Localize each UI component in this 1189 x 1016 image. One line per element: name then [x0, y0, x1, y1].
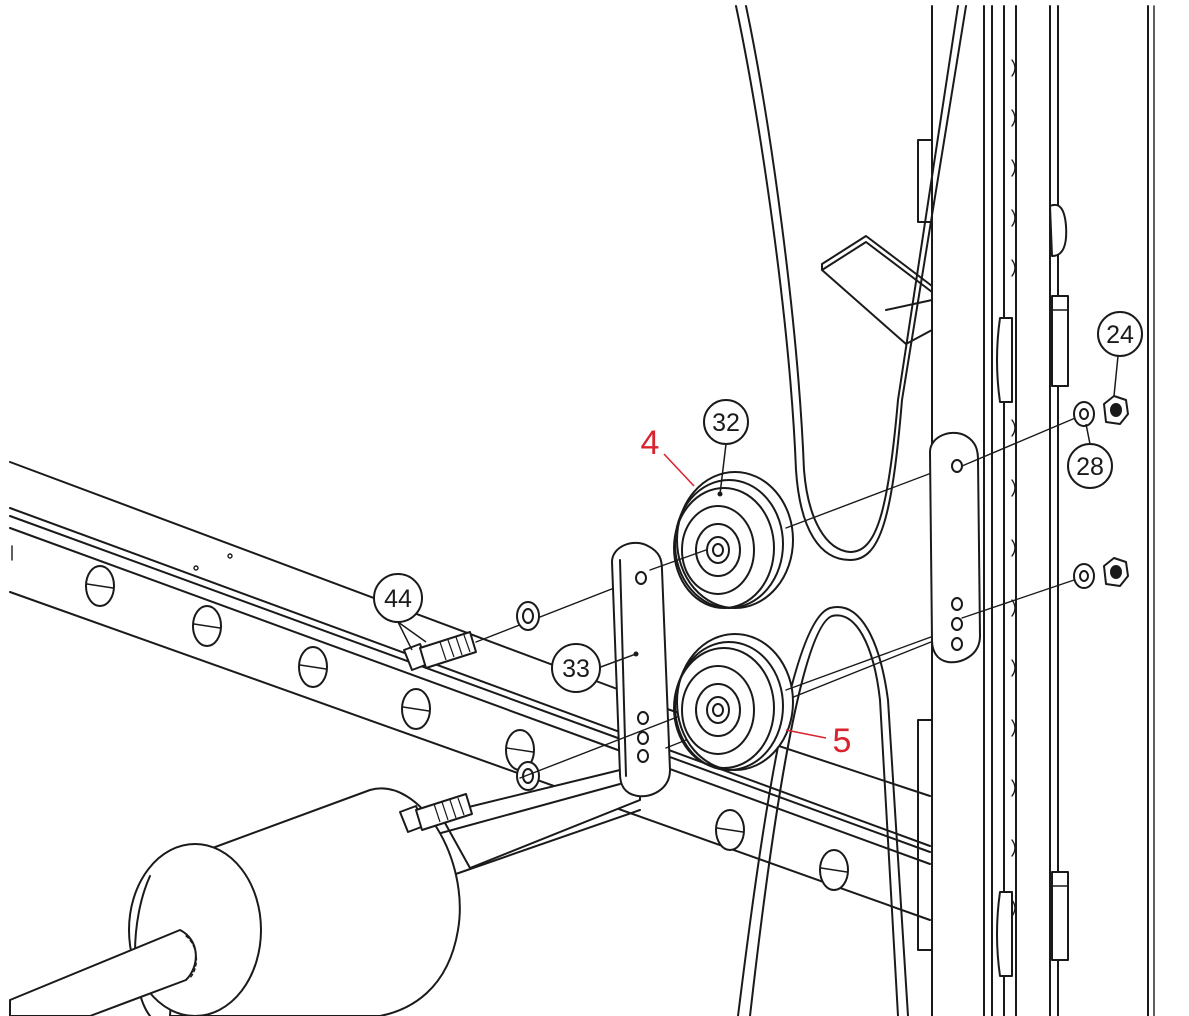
red-label-4-text: 4 [641, 424, 660, 462]
bolt-lower [399, 793, 473, 833]
angled-bracket [821, 235, 933, 345]
cables [735, 5, 967, 1016]
callout-24-label: 24 [1106, 321, 1134, 349]
callout-28-label: 28 [1076, 453, 1104, 481]
bolt-upper [403, 577, 641, 671]
pulley-lower [673, 629, 951, 771]
red-label-4: 4 [641, 424, 695, 487]
callout-32: 32 [703, 399, 749, 497]
callout-44: 44 [373, 573, 427, 651]
callout-32-label: 32 [712, 409, 740, 437]
red-label-5-text: 5 [833, 722, 852, 760]
upright-holes [1011, 59, 1016, 917]
callout-44-label: 44 [384, 585, 412, 613]
red-label-5: 5 [785, 722, 852, 760]
roller-pad-assembly [9, 769, 641, 1016]
horizontal-tube [9, 461, 931, 921]
callout-24: 24 [1097, 311, 1143, 397]
side-plate-left [519, 541, 937, 798]
side-plate-right [929, 415, 1081, 664]
nuts-washers-right [1073, 395, 1129, 589]
upright-frame [917, 5, 1155, 1016]
pulley-upper [649, 465, 951, 609]
washers-left [516, 601, 540, 791]
callout-33: 33 [551, 643, 637, 693]
callout-33-label: 33 [562, 655, 590, 683]
callout-28: 28 [1067, 423, 1113, 489]
